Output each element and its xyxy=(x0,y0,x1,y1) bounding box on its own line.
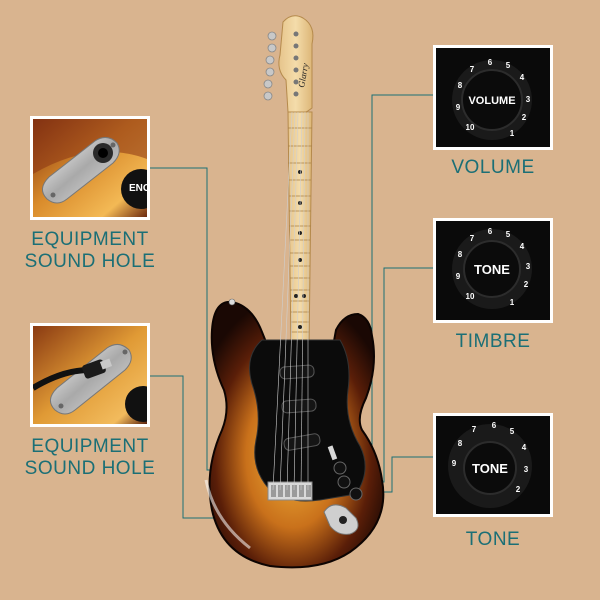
knob-scale-7: 7 xyxy=(472,425,477,434)
brand-logo: Glarry xyxy=(296,62,310,88)
jack-plate-icon xyxy=(50,344,132,415)
jack-detail-photo-top: ENG xyxy=(30,116,150,220)
knob-scale-6: 6 xyxy=(488,58,493,67)
label-line: EQUIPMENT xyxy=(31,229,149,250)
label-equipment-sound-hole-top: EQUIPMENT SOUND HOLE xyxy=(20,229,160,273)
tone2-knob-photo: 2 3 4 5 6 7 8 9 TONE xyxy=(433,413,553,517)
knob-scale-2: 2 xyxy=(524,280,529,289)
knob-scale-9: 9 xyxy=(456,272,461,281)
knob-scale-7: 7 xyxy=(470,65,475,74)
label-volume: VOLUME xyxy=(451,157,535,178)
label-line: SOUND HOLE xyxy=(24,458,156,479)
knob-scale-3: 3 xyxy=(526,95,531,104)
knob-icon: 2 3 4 5 6 7 8 9 TONE xyxy=(436,416,550,514)
knob-scale-3: 3 xyxy=(524,465,529,474)
knob-scale-8: 8 xyxy=(458,439,463,448)
bridge xyxy=(267,481,313,501)
knob-scale-8: 8 xyxy=(458,81,463,90)
knob-scale-3: 3 xyxy=(526,262,531,271)
jack-detail-photo-bottom xyxy=(30,323,150,427)
knob-scale-4: 4 xyxy=(520,242,525,251)
label-line: EQUIPMENT xyxy=(31,436,149,457)
knob-icon xyxy=(121,169,147,209)
knob-scale-9: 9 xyxy=(456,103,461,112)
volume-knob-photo: 1 2 3 4 5 6 7 8 9 10 VOLUME xyxy=(433,45,553,150)
strings xyxy=(272,111,309,491)
guitar-knobs xyxy=(333,461,363,501)
tone-knob-photo: 1 2 3 4 5 6 7 8 9 10 TONE xyxy=(433,218,553,323)
label-timbre: TIMBRE xyxy=(455,331,531,352)
knob-cap-label: VOLUME xyxy=(468,95,515,107)
knob-cap-label: TONE xyxy=(474,262,510,277)
knob-scale-4: 4 xyxy=(520,73,525,82)
knob-cap-label: TONE xyxy=(472,461,508,476)
knob-scale-5: 5 xyxy=(510,427,515,436)
knob-scale-2: 2 xyxy=(522,113,527,122)
knob-scale-7: 7 xyxy=(470,234,475,243)
knob-scale-10: 10 xyxy=(466,292,475,301)
knob-scale-5: 5 xyxy=(506,61,511,70)
pickups xyxy=(279,364,321,451)
knob-scale-9: 9 xyxy=(452,459,457,468)
pickup-selector xyxy=(327,445,338,461)
label-line: SOUND HOLE xyxy=(24,251,156,272)
knob-scale-2: 2 xyxy=(516,485,521,494)
label-equipment-sound-hole-bottom: EQUIPMENT SOUND HOLE xyxy=(20,436,160,480)
knob-icon: 1 2 3 4 5 6 7 8 9 10 VOLUME xyxy=(436,48,550,147)
cable-plug-icon xyxy=(33,358,113,391)
knob-scale-10: 10 xyxy=(466,123,475,132)
knob-scale-1: 1 xyxy=(510,129,515,138)
label-tone: TONE xyxy=(465,529,521,550)
knob-scale-6: 6 xyxy=(492,421,497,430)
knob-scale-1: 1 xyxy=(510,298,515,307)
knob-icon xyxy=(125,386,147,422)
knob-scale-5: 5 xyxy=(506,230,511,239)
tuning-pegs xyxy=(263,31,277,101)
headstock xyxy=(278,15,314,115)
knob-icon: 1 2 3 4 5 6 7 8 9 10 TONE xyxy=(436,221,550,320)
knob-scale-8: 8 xyxy=(458,250,463,259)
jack-knob-label: ENG xyxy=(129,183,147,194)
knob-scale-4: 4 xyxy=(522,443,527,452)
jack-plate-icon xyxy=(42,137,120,204)
knob-scale-6: 6 xyxy=(488,227,493,236)
